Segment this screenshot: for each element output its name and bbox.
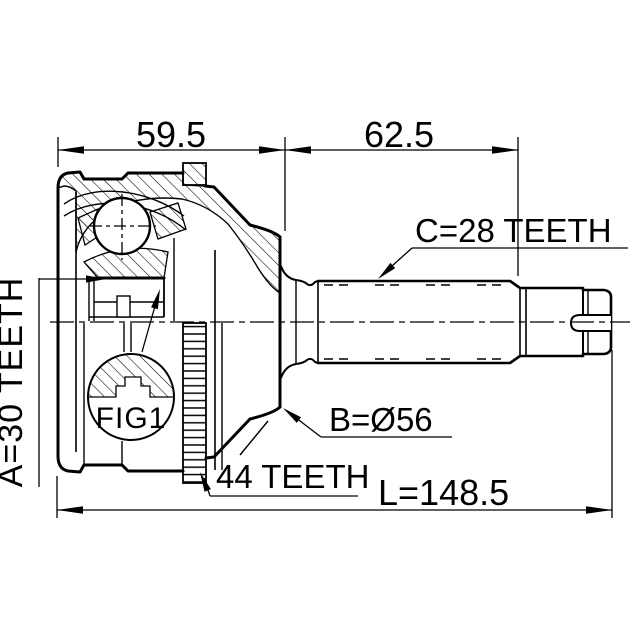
dim-arrow-left: [57, 506, 83, 514]
inner-race-bore: [88, 238, 175, 352]
label-b-arrow: [283, 408, 301, 423]
dimension-59-5: 59.5: [57, 114, 286, 231]
dim-62-5-text: 62.5: [364, 114, 434, 155]
cotter-pin-slot: [569, 314, 611, 332]
dim-arrow-left: [285, 146, 311, 154]
label-abs-teeth: 44 TEETH: [200, 458, 369, 497]
cage-wedge-right: [149, 202, 187, 240]
fig1-balloon: FIG1: [87, 289, 175, 441]
dimension-length: L=148.5: [56, 350, 613, 518]
bell-top-profile: [56, 170, 282, 239]
centerlines: [50, 194, 630, 323]
bell-bottom-profile: [56, 405, 282, 474]
fig1-label: FIG1: [96, 402, 167, 435]
dim-arrow-left: [58, 146, 84, 154]
fig1-leader-line: [141, 305, 156, 353]
dim-arrow-right: [586, 506, 612, 514]
dimension-62-5: 62.5: [285, 114, 519, 276]
tone-ring-section-top: [182, 162, 207, 186]
chamfer-inner-line: [239, 420, 269, 456]
fig1-detail-hatched: [87, 353, 175, 398]
neck-top: [280, 265, 319, 287]
dim-arrow-right: [259, 146, 285, 154]
label-c-text: C=28 TEETH: [415, 212, 612, 249]
label-a-text: A=30 TEETH: [0, 277, 30, 488]
abs-tone-ring: [182, 162, 207, 484]
label-a-arrow: [86, 275, 106, 283]
fig1-leader-arrow: [151, 289, 160, 310]
label-b-text: B=Ø56: [329, 401, 433, 438]
neck-bottom: [280, 357, 319, 379]
label-44-arrow: [200, 472, 211, 492]
dim-length-text: L=148.5: [378, 472, 509, 513]
label-c-arrow: [378, 262, 396, 279]
label-spline-a: A=30 TEETH: [0, 275, 106, 487]
bell-section-top: [57, 171, 281, 295]
tone-ring-teeth-band: [182, 322, 207, 484]
label-44-text: 44 TEETH: [216, 458, 369, 495]
dim-arrow-right: [492, 146, 518, 154]
label-diameter-b: B=Ø56: [283, 401, 452, 438]
spline-key: [116, 295, 131, 318]
label-spline-c: C=28 TEETH: [378, 212, 628, 279]
dim-59-5-text: 59.5: [136, 114, 206, 155]
